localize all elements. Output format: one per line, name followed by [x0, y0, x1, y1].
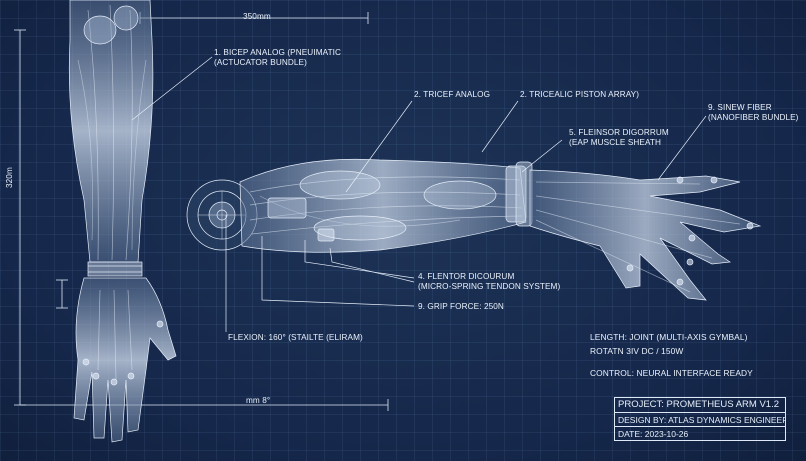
callout-flexor-digorrum-line2: (EAP MUSCLE SHEATH: [569, 138, 662, 147]
callout-tricep-analog: 2. TRICEF ANALOG: [414, 90, 491, 99]
callout-bicep-line2: (ACTUCATOR BUNDLE): [214, 58, 307, 67]
bottom-dimension-label: mm 8°: [246, 396, 271, 405]
callout-sinew-fiber: 9. SINEW FIBER (NANOFIBER BUNDLE): [708, 103, 799, 123]
spec-rotation: ROTATN 3IV DC / 150W: [590, 346, 684, 356]
top-dimension-label: 350mm: [243, 12, 271, 21]
callout-leader-lines: [131, 56, 707, 332]
callout-flexor-digorrum-line1: 5. FLEINSOR DIGORRUM: [569, 128, 669, 137]
callout-flexor-dicourum-line1: 4. FLENTOR DICOURUM: [418, 272, 515, 281]
title-block-date: DATE: 2023-10-26: [618, 429, 689, 440]
callout-flexor-digorrum: 5. FLEINSOR DIGORRUM (EAP MUSCLE SHEATH: [569, 128, 669, 148]
horizontal-arm-illustration: [186, 158, 762, 301]
callout-bicep-line1: 1. BICEP ANALOG (PNEUIMATIC: [214, 48, 342, 57]
callout-sinew-line2: (NANOFIBER BUNDLE): [708, 113, 799, 122]
callout-flexor-dicourum: 4. FLENTOR DICOURUM (MICRO-SPRING TENDON…: [418, 272, 560, 292]
side-dimension-line: [14, 29, 68, 406]
title-block: PROJECT: PROMETHEUS ARM V1.2 DESIGN BY: …: [614, 397, 786, 441]
callout-bicep-analog: 1. BICEP ANALOG (PNEUIMATIC (ACTUCATOR B…: [214, 48, 341, 68]
callout-tricealic-piston: 2. TRICEALIC PISTON ARRAY): [520, 90, 640, 99]
callout-grip-force: 9. GRIP FORCE: 250N: [418, 302, 504, 311]
callout-flexor-dicourum-line2: (MICRO-SPRING TENDON SYSTEM): [418, 282, 561, 291]
title-block-project: PROJECT: PROMETHEUS ARM V1.2: [615, 398, 785, 413]
side-dimension-label: 320m: [5, 167, 14, 188]
callout-flexion: FLEXION: 160° (STAILTE (ELIRAM): [228, 333, 363, 342]
vertical-arm-illustration: [68, 0, 177, 443]
title-block-design: DESIGN BY: ATLAS DYNAMICS ENGINEERING: [615, 413, 785, 428]
callout-sinew-line1: 9. SINEW FIBER: [708, 103, 772, 112]
spec-control: CONTROL: NEURAL INTERFACE READY: [590, 368, 753, 378]
spec-length: LENGTH: JOINT (MULTI-AXIS GYMBAL): [590, 332, 748, 342]
